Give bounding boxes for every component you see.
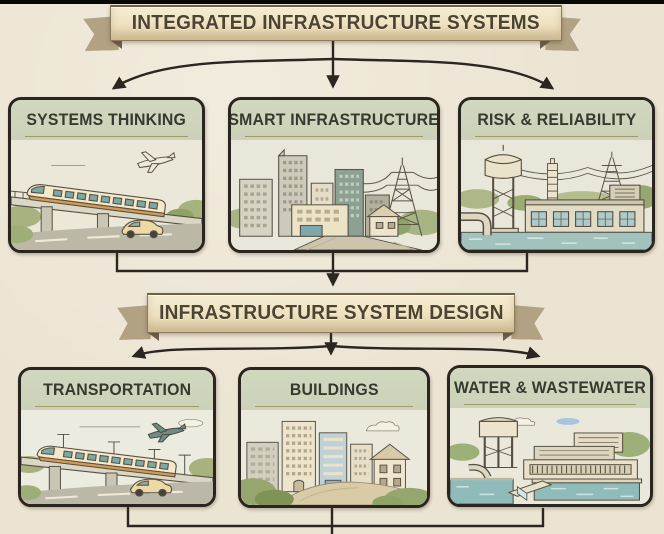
node-title: BUILDINGS bbox=[289, 380, 379, 399]
top-letterbox-bar bbox=[0, 0, 664, 4]
plant-building bbox=[524, 184, 645, 233]
ribbon-fold-left bbox=[147, 332, 159, 341]
node-title-bar: WATER & WASTEWATER bbox=[450, 368, 650, 408]
airplane-icon bbox=[147, 422, 187, 443]
node-title-bar: SMART INFRASTRUCTURE bbox=[231, 100, 437, 140]
node-title-bar: TRANSPORTATION bbox=[21, 370, 213, 410]
ribbon-fold-left bbox=[110, 40, 122, 49]
node-systems-thinking: SYSTEMS THINKING bbox=[8, 97, 205, 253]
arrow-to-transportation bbox=[131, 344, 333, 359]
title-banner: INTEGRATED INFRASTRUCTURE SYSTEMS bbox=[110, 5, 562, 41]
cloud-icon bbox=[365, 421, 400, 432]
node-title: WATER & WASTEWATER bbox=[453, 378, 647, 397]
car-icon bbox=[121, 219, 164, 239]
design-banner: INFRASTRUCTURE SYSTEM DESIGN bbox=[147, 293, 515, 333]
water-wastewater-illustration bbox=[450, 408, 650, 504]
ribbon-tail-left bbox=[117, 305, 151, 341]
node-risk-reliability: RISK & RELIABILITY bbox=[458, 97, 655, 253]
node-buildings: BUILDINGS bbox=[238, 367, 430, 508]
ribbon-fold-right bbox=[503, 332, 515, 341]
smart-infrastructure-illustration bbox=[231, 140, 437, 250]
car-icon bbox=[130, 478, 173, 497]
water-tower-icon bbox=[478, 417, 518, 469]
node-title: RISK & RELIABILITY bbox=[476, 110, 637, 129]
treatment-plant bbox=[523, 432, 638, 480]
arrow-to-systems-thinking bbox=[111, 57, 335, 90]
node-title: SYSTEMS THINKING bbox=[26, 110, 187, 129]
clarifier-pools bbox=[450, 477, 643, 504]
row1-merge-line bbox=[115, 252, 529, 273]
systems-thinking-illustration bbox=[11, 140, 202, 250]
node-title: SMART INFRASTRUCTURE bbox=[228, 110, 440, 129]
arrow-to-risk-reliability bbox=[331, 57, 555, 90]
row2-merge-line bbox=[126, 506, 545, 528]
blue-cloud-icon bbox=[556, 417, 580, 425]
airplane-icon bbox=[136, 151, 176, 173]
transportation-illustration bbox=[21, 410, 213, 504]
node-title: TRANSPORTATION bbox=[42, 380, 192, 399]
node-transportation: TRANSPORTATION bbox=[18, 367, 216, 507]
design-banner-label: INFRASTRUCTURE SYSTEM DESIGN bbox=[158, 302, 504, 324]
buildings-illustration bbox=[241, 410, 427, 505]
title-banner-label: INTEGRATED INFRASTRUCTURE SYSTEMS bbox=[131, 12, 541, 34]
node-water-wastewater: WATER & WASTEWATER bbox=[447, 365, 653, 507]
ribbon-fold-right bbox=[540, 40, 552, 49]
arrow-to-water-wastewater bbox=[329, 344, 541, 360]
risk-reliability-illustration bbox=[461, 140, 652, 250]
node-smart-infrastructure: SMART INFRASTRUCTURE bbox=[228, 97, 440, 253]
node-title-bar: RISK & RELIABILITY bbox=[461, 100, 652, 140]
node-title-bar: BUILDINGS bbox=[241, 370, 427, 410]
node-title-bar: SYSTEMS THINKING bbox=[11, 100, 202, 140]
ribbon-tail-right bbox=[511, 305, 545, 341]
